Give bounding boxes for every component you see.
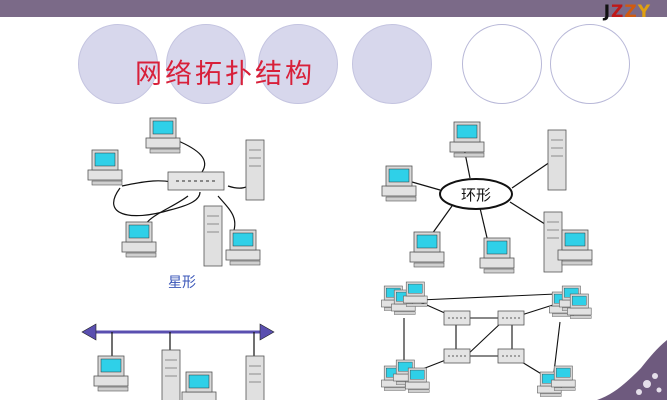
star-topology — [87, 117, 265, 267]
mesh-topology — [381, 281, 592, 397]
logo-letter-z1: Z — [611, 2, 625, 22]
corner-decoration — [597, 340, 667, 400]
star-label: 星形 — [168, 275, 196, 291]
bus-arrow-left — [81, 323, 97, 341]
deco-bubble-3 — [258, 24, 338, 104]
logo-letter-j: J — [603, 2, 612, 22]
logo-letter-y: Y — [637, 2, 651, 22]
logo-letter-z2: Z — [624, 2, 638, 22]
deco-bubble-2 — [166, 24, 246, 104]
ring-bubble — [439, 178, 513, 210]
bus-topology — [81, 323, 275, 400]
deco-bubble-5 — [462, 24, 542, 104]
deco-bubble-6 — [550, 24, 630, 104]
deco-bubble-4 — [352, 24, 432, 104]
brand-logo: JZZY — [604, 2, 651, 22]
ring-topology: 环形 — [381, 121, 593, 274]
bus-arrow-right — [259, 323, 275, 341]
slide-title: 网络拓扑结构 — [135, 59, 315, 90]
deco-bubble-1 — [78, 24, 158, 104]
ring-label: 环形 — [461, 186, 491, 204]
top-bar — [0, 0, 667, 17]
